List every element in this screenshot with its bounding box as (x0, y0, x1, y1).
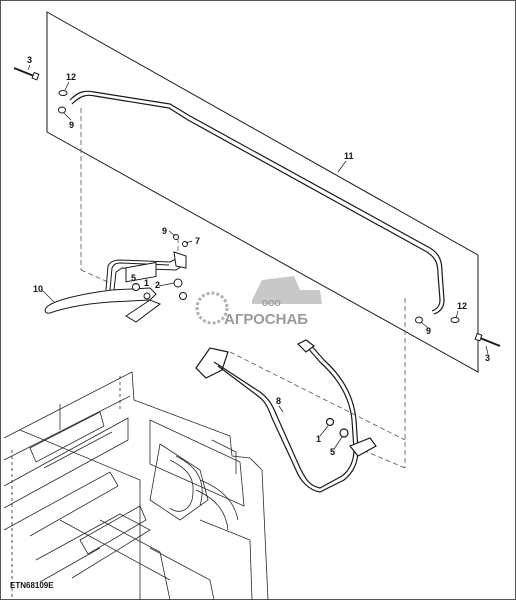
machine-frame (3, 371, 269, 600)
nut-9-right (415, 316, 423, 324)
bolt-3-right (474, 332, 501, 347)
watermark-company-name: АГРОСНАБ (224, 311, 308, 328)
handle-8 (195, 339, 377, 493)
callout-8: 8 (276, 396, 281, 406)
nut-9-left (58, 106, 66, 114)
watermark-company-small: ООО (262, 299, 281, 308)
callout-9-left: 9 (69, 120, 74, 130)
leader-lines (80, 108, 406, 469)
callout-2: 2 (155, 280, 160, 290)
callout-7: 7 (195, 236, 200, 246)
callout-9-right: 9 (426, 326, 431, 336)
callout-12-left: 12 (66, 72, 76, 82)
callout-1-left: 1 (144, 278, 149, 288)
callout-1-right: 1 (316, 434, 321, 444)
bolt-3-left (13, 67, 40, 81)
bar-11 (69, 90, 445, 315)
watermark-logo: ООО АГРОСНАБ (195, 276, 322, 328)
callout-9-top: 9 (162, 226, 167, 236)
callout-leaders (27, 64, 489, 450)
washer-12-left (58, 90, 68, 96)
callout-10: 10 (33, 284, 43, 294)
callout-12-right: 12 (457, 301, 467, 311)
lever-assembly (44, 234, 188, 323)
callout-5-left: 5 (131, 273, 136, 283)
callout-3-right: 3 (485, 353, 490, 363)
callout-labels: 3 12 9 11 9 7 10 5 1 2 12 9 3 8 1 5 (27, 55, 490, 457)
reference-code: ETN68109E (10, 581, 54, 590)
callout-5-right: 5 (330, 447, 335, 457)
washer-12-right (450, 317, 460, 323)
callout-11: 11 (344, 151, 354, 161)
callout-3-left: 3 (27, 55, 32, 65)
